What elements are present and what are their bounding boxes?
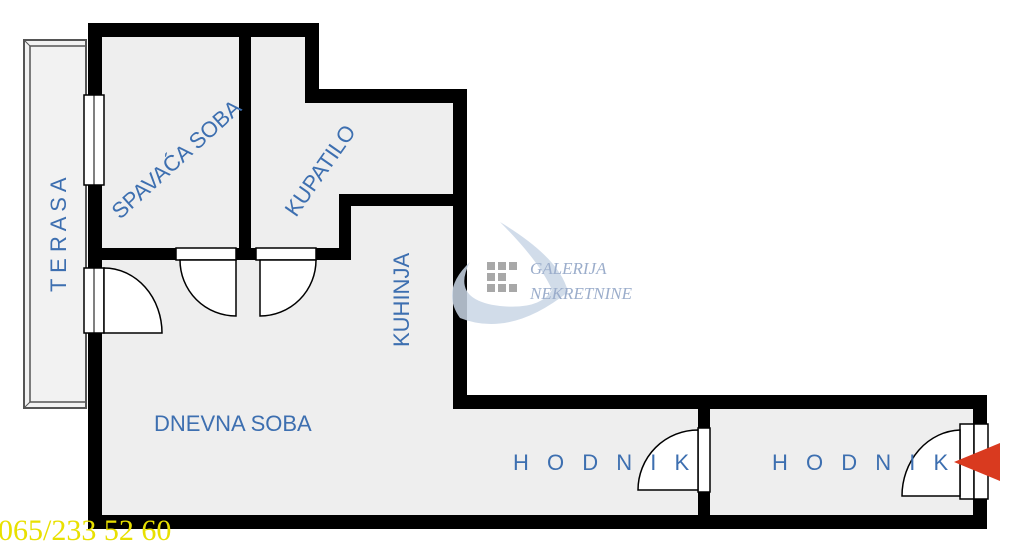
label-hodnik-1: H O D N I K: [513, 450, 695, 475]
watermark-logo: GALERIJA NEKRETNINE: [452, 222, 633, 325]
terrace-door: [103, 267, 163, 334]
outer-wall: [88, 23, 987, 529]
phone-number: 065/233 52 60: [0, 514, 171, 547]
label-terasa: T E R A S A: [46, 177, 71, 292]
label-dnevna-soba: DNEVNA SOBA: [154, 411, 312, 436]
entrance-arrow-icon: [954, 443, 1000, 481]
bedroom-door: [175, 247, 237, 317]
watermark-line-2: NEKRETNINE: [529, 284, 633, 303]
doors: [103, 247, 989, 500]
watermark-line-1: GALERIJA: [530, 259, 607, 278]
hallway-door: [637, 427, 711, 493]
bathroom-door: [255, 247, 317, 317]
label-hodnik-2: H O D N I K: [772, 450, 954, 475]
label-kuhinja: KUHINJA: [389, 253, 414, 347]
terrace-windows: [83, 94, 105, 334]
terrace: [23, 39, 87, 409]
